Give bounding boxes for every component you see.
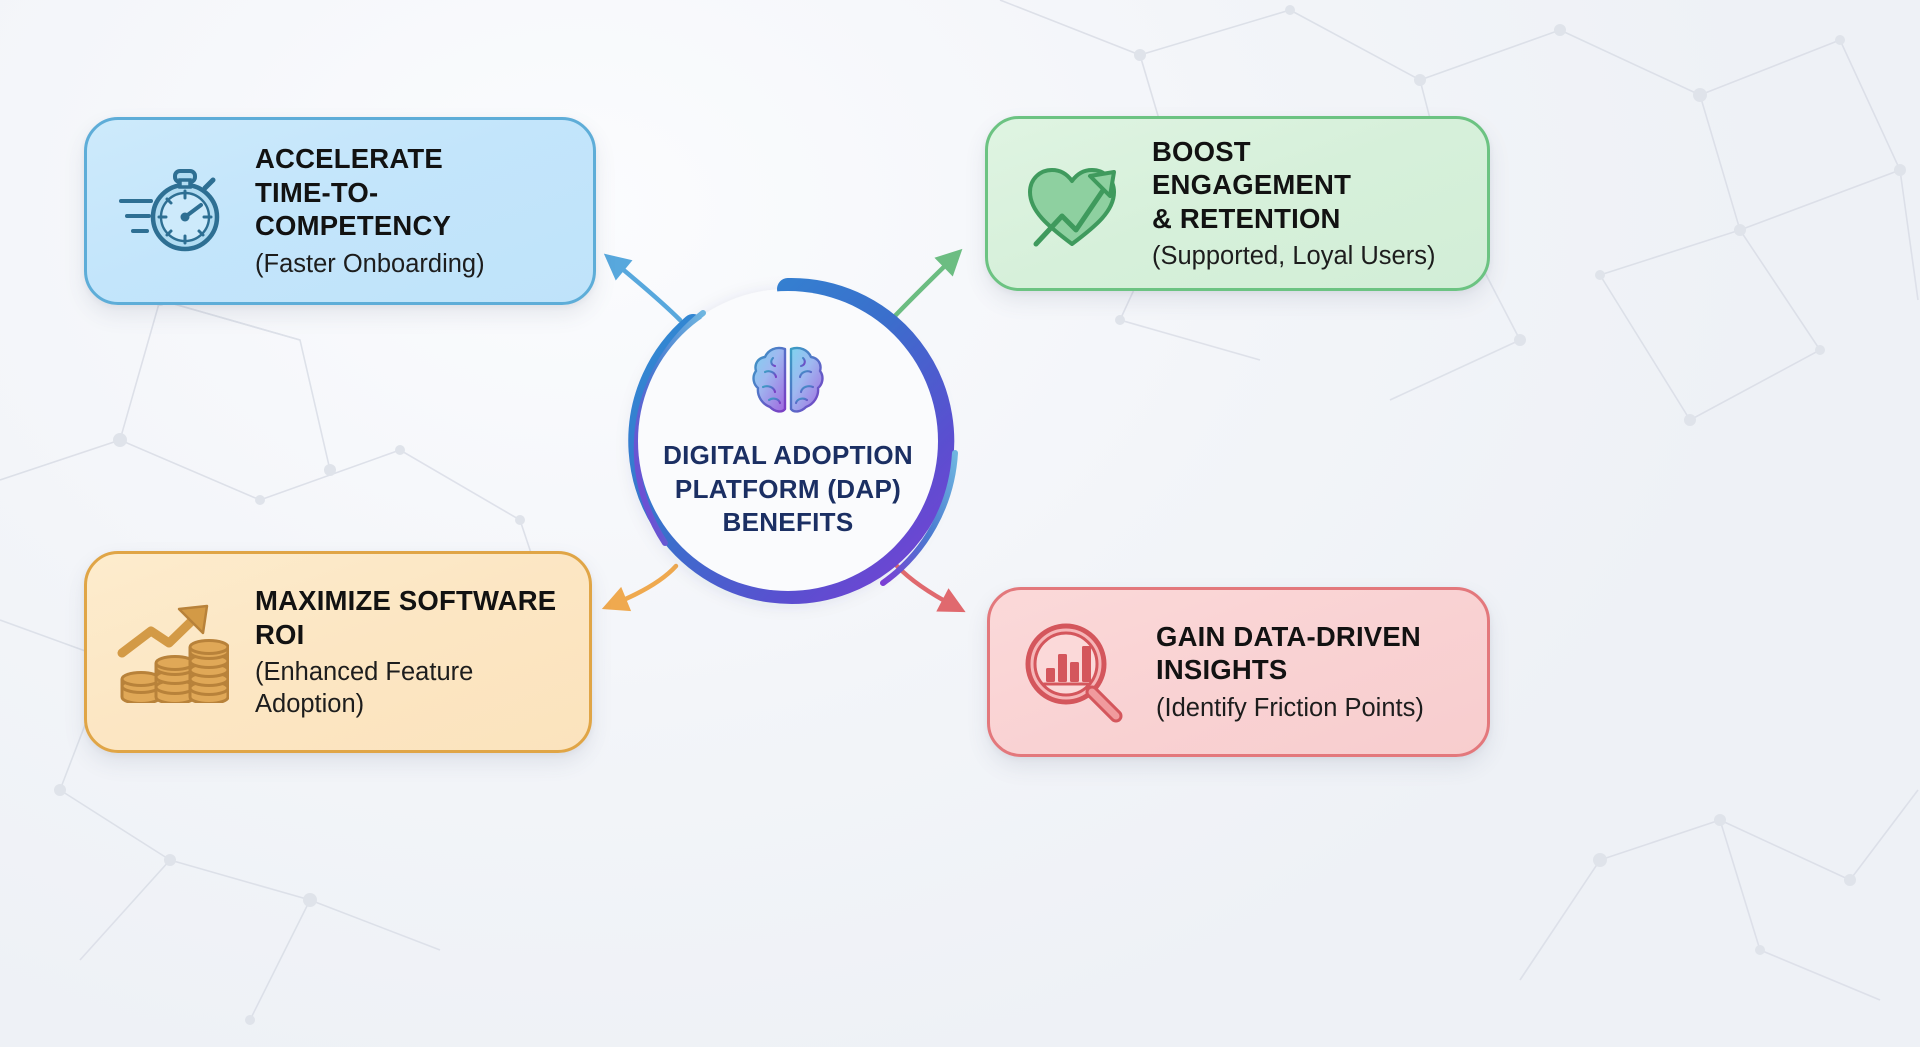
coins-growth-icon	[117, 601, 229, 703]
hub-inner-content: DIGITAL ADOPTION PLATFORM (DAP) BENEFITS	[638, 291, 938, 591]
card-boost-subtitle: (Supported, Loyal Users)	[1152, 242, 1436, 271]
card-accelerate-subtitle: (Faster Onboarding)	[255, 249, 485, 278]
card-roi-subtitle: (Enhanced Feature Adoption)	[255, 658, 474, 718]
center-hub: DIGITAL ADOPTION PLATFORM (DAP) BENEFITS	[583, 243, 988, 648]
card-insights[interactable]: GAIN DATA-DRIVEN INSIGHTS (Identify Fric…	[987, 587, 1490, 757]
card-accelerate-text: ACCELERATE TIME-TO-COMPETENCY (Faster On…	[255, 142, 563, 280]
card-insights-text: GAIN DATA-DRIVEN INSIGHTS (Identify Fric…	[1156, 620, 1457, 724]
heart-growth-icon	[1018, 156, 1126, 252]
card-insights-title: GAIN DATA-DRIVEN INSIGHTS	[1156, 620, 1421, 686]
card-roi-text: MAXIMIZE SOFTWARE ROI (Enhanced Feature …	[255, 584, 559, 719]
card-boost[interactable]: BOOST ENGAGEMENT & RETENTION (Supported,…	[985, 116, 1490, 291]
card-accelerate-title: ACCELERATE TIME-TO-COMPETENCY	[255, 143, 452, 242]
brain-icon	[749, 342, 827, 421]
hub-title: DIGITAL ADOPTION PLATFORM (DAP) BENEFITS	[663, 439, 913, 538]
magnifier-bar-chart-icon	[1020, 620, 1130, 724]
card-insights-subtitle: (Identify Friction Points)	[1156, 693, 1424, 722]
card-boost-title: BOOST ENGAGEMENT & RETENTION	[1152, 135, 1352, 234]
card-boost-text: BOOST ENGAGEMENT & RETENTION (Supported,…	[1152, 135, 1457, 273]
stopwatch-icon	[117, 161, 229, 261]
card-roi[interactable]: MAXIMIZE SOFTWARE ROI (Enhanced Feature …	[84, 551, 592, 753]
card-accelerate[interactable]: ACCELERATE TIME-TO-COMPETENCY (Faster On…	[84, 117, 596, 305]
card-roi-title: MAXIMIZE SOFTWARE ROI	[255, 585, 557, 650]
